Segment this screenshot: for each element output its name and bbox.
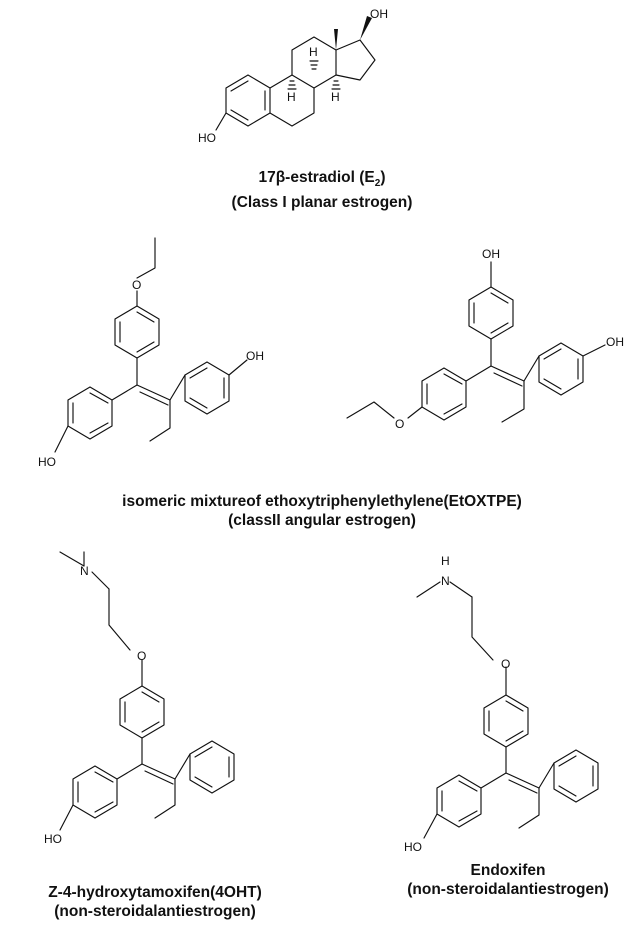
etoxtpe-2-right-oh-label: OH [606, 335, 624, 349]
estradiol-h9-label: H [287, 90, 296, 104]
estradiol-structure [215, 16, 376, 131]
4oht-caption: Z-4-hydroxytamoxifen(4OHT) (non-steroida… [10, 883, 300, 921]
endoxifen-amine-n-label: N [441, 574, 450, 588]
estradiol-caption: 17β-estradiol (E2) (Class I planar estro… [222, 168, 422, 212]
endoxifen-caption-name: Endoxifen [470, 862, 546, 879]
estradiol-caption-name: 17β-estradiol (E2) [258, 169, 386, 190]
4oht-caption-class: (non-steroidalantiestrogen) [54, 903, 256, 920]
endoxifen-structure [416, 581, 599, 839]
endoxifen-amine-h-label: H [441, 554, 450, 568]
endoxifen-ether-o-label: O [501, 657, 510, 671]
estradiol-h14-label: H [331, 90, 340, 104]
estradiol-3-ho-label: HO [198, 131, 216, 145]
etoxtpe-1-ether-o-label: O [132, 278, 141, 292]
etoxtpe-isomer-1-structure [54, 237, 248, 453]
etoxtpe-caption-class: (classII angular estrogen) [228, 512, 416, 529]
4oht-ether-o-label: O [137, 649, 146, 663]
4oht-caption-name: Z-4-hydroxytamoxifen(4OHT) [48, 884, 262, 901]
estradiol-caption-class: (Class I planar estrogen) [231, 194, 413, 212]
estradiol-17-oh-label: OH [370, 7, 388, 21]
etoxtpe-caption: isomeric mixtureof ethoxytriphenylethyle… [87, 492, 557, 530]
4oht-ho-label: HO [44, 832, 62, 846]
etoxtpe-1-right-oh-label: OH [246, 349, 264, 363]
etoxtpe-1-left-ho-label: HO [38, 455, 56, 469]
etoxtpe-isomer-2-structure [346, 261, 606, 423]
etoxtpe-2-ether-o-label: O [395, 417, 404, 431]
4oht-amine-n-label: N [80, 564, 89, 578]
etoxtpe-caption-name: isomeric mixtureof ethoxytriphenylethyle… [122, 493, 522, 510]
endoxifen-caption-class: (non-steroidalantiestrogen) [407, 881, 609, 898]
endoxifen-caption: Endoxifen (non-steroidalantiestrogen) [378, 861, 638, 899]
estradiol-h8-label: H [309, 45, 318, 59]
4oht-structure [59, 551, 235, 831]
endoxifen-ho-label: HO [404, 840, 422, 854]
etoxtpe-2-top-oh-label: OH [482, 247, 500, 261]
